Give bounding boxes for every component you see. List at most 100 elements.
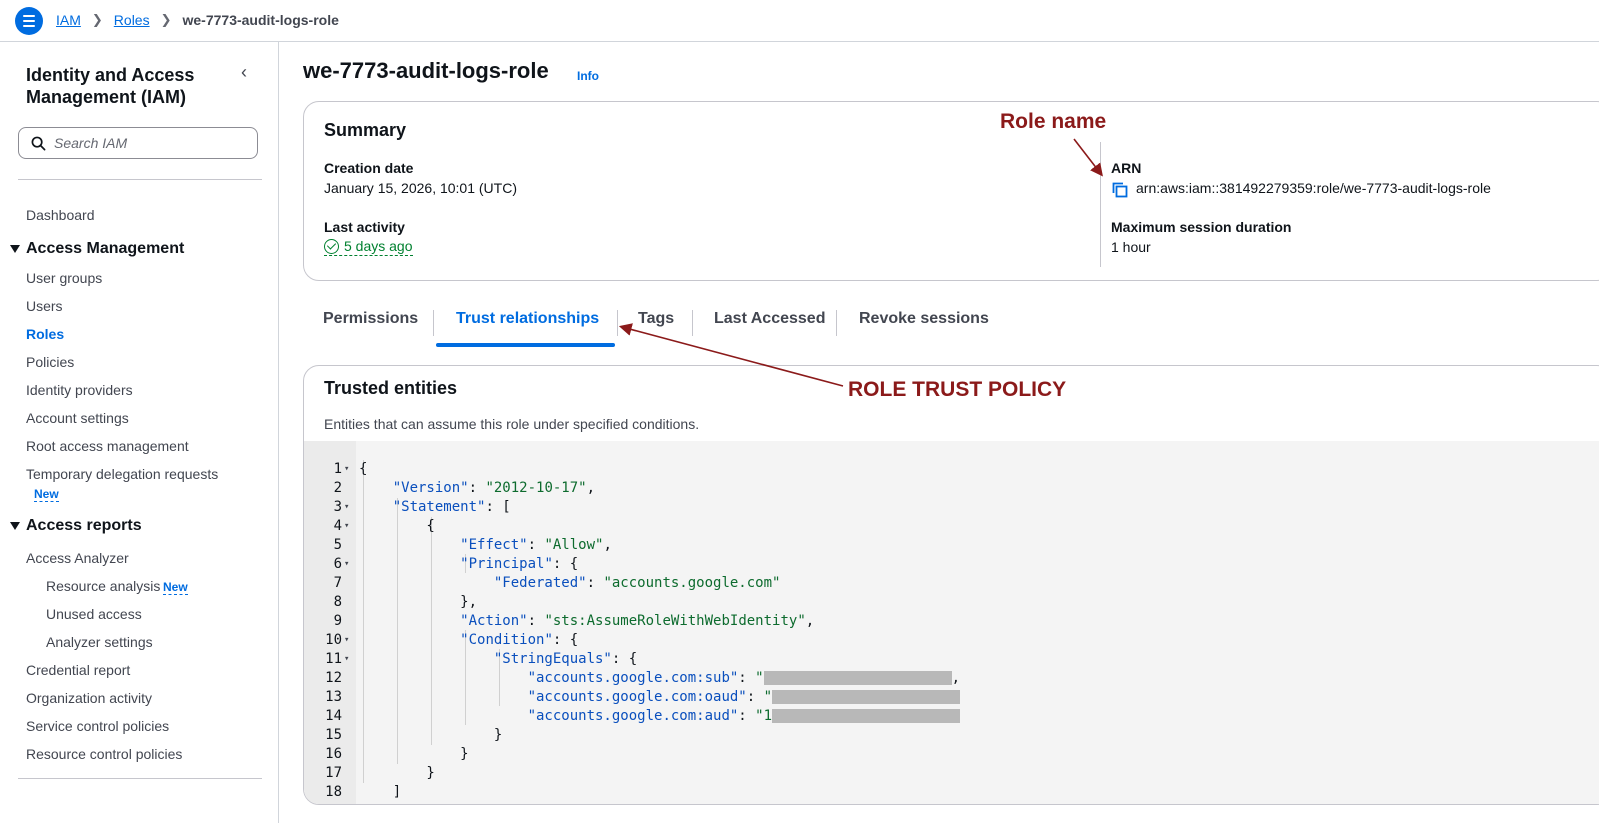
code-line: 3▾ "Statement": [ [333,499,511,515]
sidebar-item-unused-access[interactable]: Unused access [46,606,142,622]
section-label: Access Management [26,240,185,257]
sidebar-item-dashboard[interactable]: Dashboard [26,207,95,223]
sidebar-item-access-analyzer[interactable]: Access Analyzer [26,550,129,566]
top-navigation-bar: IAM ❯ Roles ❯ we-7773-audit-logs-role [0,0,1599,42]
max-session-value: 1 hour [1111,239,1151,255]
annotation-trust-policy: ROLE TRUST POLICY [848,378,1067,401]
search-icon [31,136,46,150]
indent-guide [363,460,364,783]
code-line: 8 }, [333,594,478,610]
caret-down-icon [10,245,20,253]
tab-separator [433,310,434,336]
collapse-sidebar-icon[interactable]: ‹ [241,62,247,82]
code-line: 9 "Action": "sts:AssumeRoleWithWebIdenti… [333,613,815,629]
code-line: 14 "accounts.google.com:aud": "1 [304,688,961,724]
tab-tags[interactable]: Tags [638,310,675,327]
code-line: 10▾ "Condition": { [325,632,579,648]
breadcrumb-current: we-7773-audit-logs-role [182,12,339,28]
redacted-value [772,709,961,723]
code-line: 4▾ { [333,518,435,534]
max-session-label: Maximum session duration [1111,219,1292,235]
sidebar-item-organization-activity[interactable]: Organization activity [26,690,153,706]
sidebar-item-identity-providers[interactable]: Identity providers [26,382,133,398]
trusted-entities-heading: Trusted entities [324,378,458,398]
breadcrumb-roles[interactable]: Roles [113,12,150,28]
sidebar-item-user-groups[interactable]: User groups [26,270,103,286]
creation-date-label: Creation date [324,160,414,176]
breadcrumb: IAM ❯ Roles ❯ we-7773-audit-logs-role [56,12,339,28]
fold-icon[interactable]: ▾ [344,502,350,512]
divider [18,179,262,180]
fold-icon[interactable]: ▾ [344,635,350,645]
arn-value: arn:aws:iam::381492279359:role/we-7773-a… [1136,180,1491,196]
sidebar-item-root-access-management[interactable]: Root access management [26,438,189,454]
sidebar-item-credential-report[interactable]: Credential report [26,662,131,678]
policy-editor[interactable]: 1▾{ 2 "Version": "2012-10-17", 3▾ "State… [304,441,1599,804]
active-tab-indicator [436,343,615,347]
tab-permissions[interactable]: Permissions [323,310,419,327]
code-line: 12 "accounts.google.com:sub": ", [325,670,961,686]
code-line: 1▾{ [333,461,368,477]
indent-guide [431,517,432,745]
code-line: 17 } [325,765,435,781]
tab-separator [617,310,618,336]
summary-heading: Summary [324,120,407,140]
chevron-right-icon: ❯ [91,12,103,27]
annotation-role-name: Role name [1000,110,1107,133]
tab-revoke-sessions[interactable]: Revoke sessions [859,310,989,327]
summary-card: Summary Creation date January 15, 2026, … [303,101,1599,281]
code-line: 19} [304,783,371,804]
new-badge: New [34,487,59,502]
tab-trust-relationships[interactable]: Trust relationships [456,310,600,327]
sidebar-item-resource-control-policies[interactable]: Resource control policies [26,746,183,762]
sidebar-item-users[interactable]: Users [26,298,63,314]
code-line: 11▾ "StringEquals": { [325,651,638,667]
last-activity-value[interactable]: 5 days ago [324,238,413,256]
indent-guide [499,649,500,706]
fold-icon[interactable]: ▾ [344,559,350,569]
code-line: 15 } [325,727,503,743]
arn-label: ARN [1111,160,1142,176]
chevron-right-icon: ❯ [160,12,172,27]
tab-separator [692,310,693,336]
sidebar-item-service-control-policies[interactable]: Service control policies [26,718,170,734]
breadcrumb-iam[interactable]: IAM [56,12,81,28]
trusted-entities-description: Entities that can assume this role under… [324,416,700,432]
last-activity-text: 5 days ago [344,238,413,254]
indent-guide [465,630,466,725]
sidebar-item-resource-analysis[interactable]: Resource analysis [46,578,161,594]
search-box[interactable] [18,127,258,159]
code-line: 6▾ "Principal": { [333,556,579,572]
sidebar: Identity and Access Management (IAM) ‹ D… [0,42,279,823]
last-activity-label: Last activity [324,219,405,235]
sidebar-item-temporary-delegation-requests[interactable]: Temporary delegation requests [26,466,219,482]
section-access-management[interactable]: Access Management [10,240,184,258]
code-line: 7 "Federated": "accounts.google.com" [333,575,781,591]
sidebar-item-roles[interactable]: Roles [26,326,65,342]
fold-icon[interactable]: ▾ [344,654,350,664]
menu-icon[interactable] [15,7,43,35]
indent-guide [465,554,466,573]
copy-icon[interactable] [1112,182,1128,198]
sidebar-item-policies[interactable]: Policies [26,354,75,370]
page-title: we-7773-audit-logs-role [303,58,549,83]
caret-down-icon [10,522,20,530]
sidebar-item-account-settings[interactable]: Account settings [26,410,129,426]
indent-guide [397,498,398,764]
fold-icon[interactable]: ▾ [344,521,350,531]
code-line: 18 ] [325,784,402,800]
fold-icon[interactable]: ▾ [344,464,350,474]
section-access-reports[interactable]: Access reports [10,517,142,535]
section-label: Access reports [26,517,142,534]
redacted-value [763,671,952,685]
info-link[interactable]: Info [577,69,599,83]
tab-last-accessed[interactable]: Last Accessed [714,310,826,327]
search-input[interactable] [54,135,244,151]
sidebar-item-analyzer-settings[interactable]: Analyzer settings [46,634,153,650]
line-number-gutter [304,441,356,804]
column-divider [1100,142,1101,267]
creation-date-value: January 15, 2026, 10:01 (UTC) [324,180,517,196]
new-badge: New [163,580,188,595]
tab-separator [836,310,837,336]
redacted-value [772,690,961,704]
